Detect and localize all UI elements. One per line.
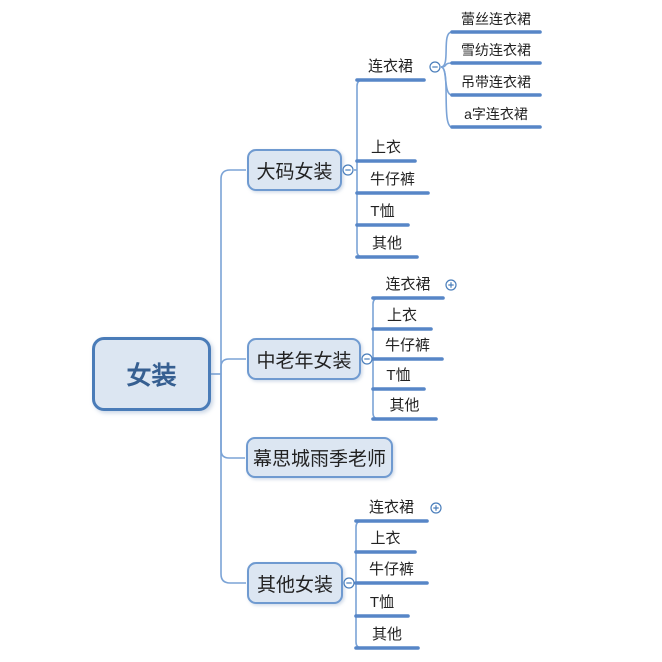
root-node-women-clothing[interactable]: 女装: [92, 337, 211, 411]
branch-node-plus-size[interactable]: 大码女装: [247, 149, 342, 191]
subtopic-other[interactable]: 其他: [371, 626, 402, 643]
subtopic-jeans[interactable]: 牛仔裤: [369, 171, 415, 188]
subtopic-dress[interactable]: 连衣裙: [368, 499, 414, 516]
subtopic-tshirt[interactable]: T恤: [369, 594, 395, 611]
root-node-label: 女装: [126, 362, 177, 390]
collapse-icon[interactable]: [342, 164, 354, 176]
subtopic-aline-dress[interactable]: a字连衣裙: [464, 106, 528, 122]
subtopic-lace-dress[interactable]: 蕾丝连衣裙: [461, 11, 531, 27]
connector-root-to-plus-size: [220, 169, 246, 374]
fan-curve-4: [440, 66, 453, 128]
connector-root-to-teacher: [220, 374, 245, 459]
collapse-icon[interactable]: [361, 353, 373, 365]
subtopic-chiffon-dress[interactable]: 雪纺连衣裙: [461, 42, 531, 58]
subtopic-tops[interactable]: 上衣: [370, 530, 401, 547]
branch-node-label: 中老年女装: [256, 350, 352, 372]
branch-node-label: 其他女装: [256, 574, 333, 596]
collapse-icon[interactable]: [429, 61, 441, 73]
branch-node-label: 幕思城雨季老师: [252, 449, 386, 470]
expand-icon[interactable]: [445, 279, 457, 291]
connector-root-to-other: [220, 374, 246, 584]
subtopic-dress[interactable]: 连衣裙: [367, 58, 413, 75]
fan-curve-1: [440, 31, 453, 68]
subtopic-tshirt[interactable]: T恤: [370, 203, 395, 220]
subtopic-strap-dress[interactable]: 吊带连衣裙: [461, 74, 531, 90]
subtopic-dress[interactable]: 连衣裙: [385, 276, 431, 293]
branch-node-middle-aged[interactable]: 中老年女装: [247, 338, 361, 380]
expand-icon[interactable]: [430, 502, 442, 514]
subtopic-tops[interactable]: 上衣: [386, 307, 417, 324]
connector-root-to-middle-aged: [220, 358, 246, 374]
subtopic-jeans[interactable]: 牛仔裤: [384, 337, 430, 354]
subtopic-tops[interactable]: 上衣: [370, 139, 401, 156]
subtopic-tshirt[interactable]: T恤: [386, 367, 411, 384]
branch-node-label: 大码女装: [256, 161, 333, 183]
branch-node-teacher-watermark[interactable]: 幕思城雨季老师: [246, 437, 393, 478]
subtopic-other[interactable]: 其他: [371, 235, 402, 252]
subtopic-other[interactable]: 其他: [389, 397, 420, 414]
branch-node-other-women[interactable]: 其他女装: [247, 562, 343, 604]
collapse-icon[interactable]: [343, 577, 355, 589]
branch-a-trunk: [356, 79, 364, 258]
subtopic-jeans[interactable]: 牛仔裤: [368, 561, 414, 578]
